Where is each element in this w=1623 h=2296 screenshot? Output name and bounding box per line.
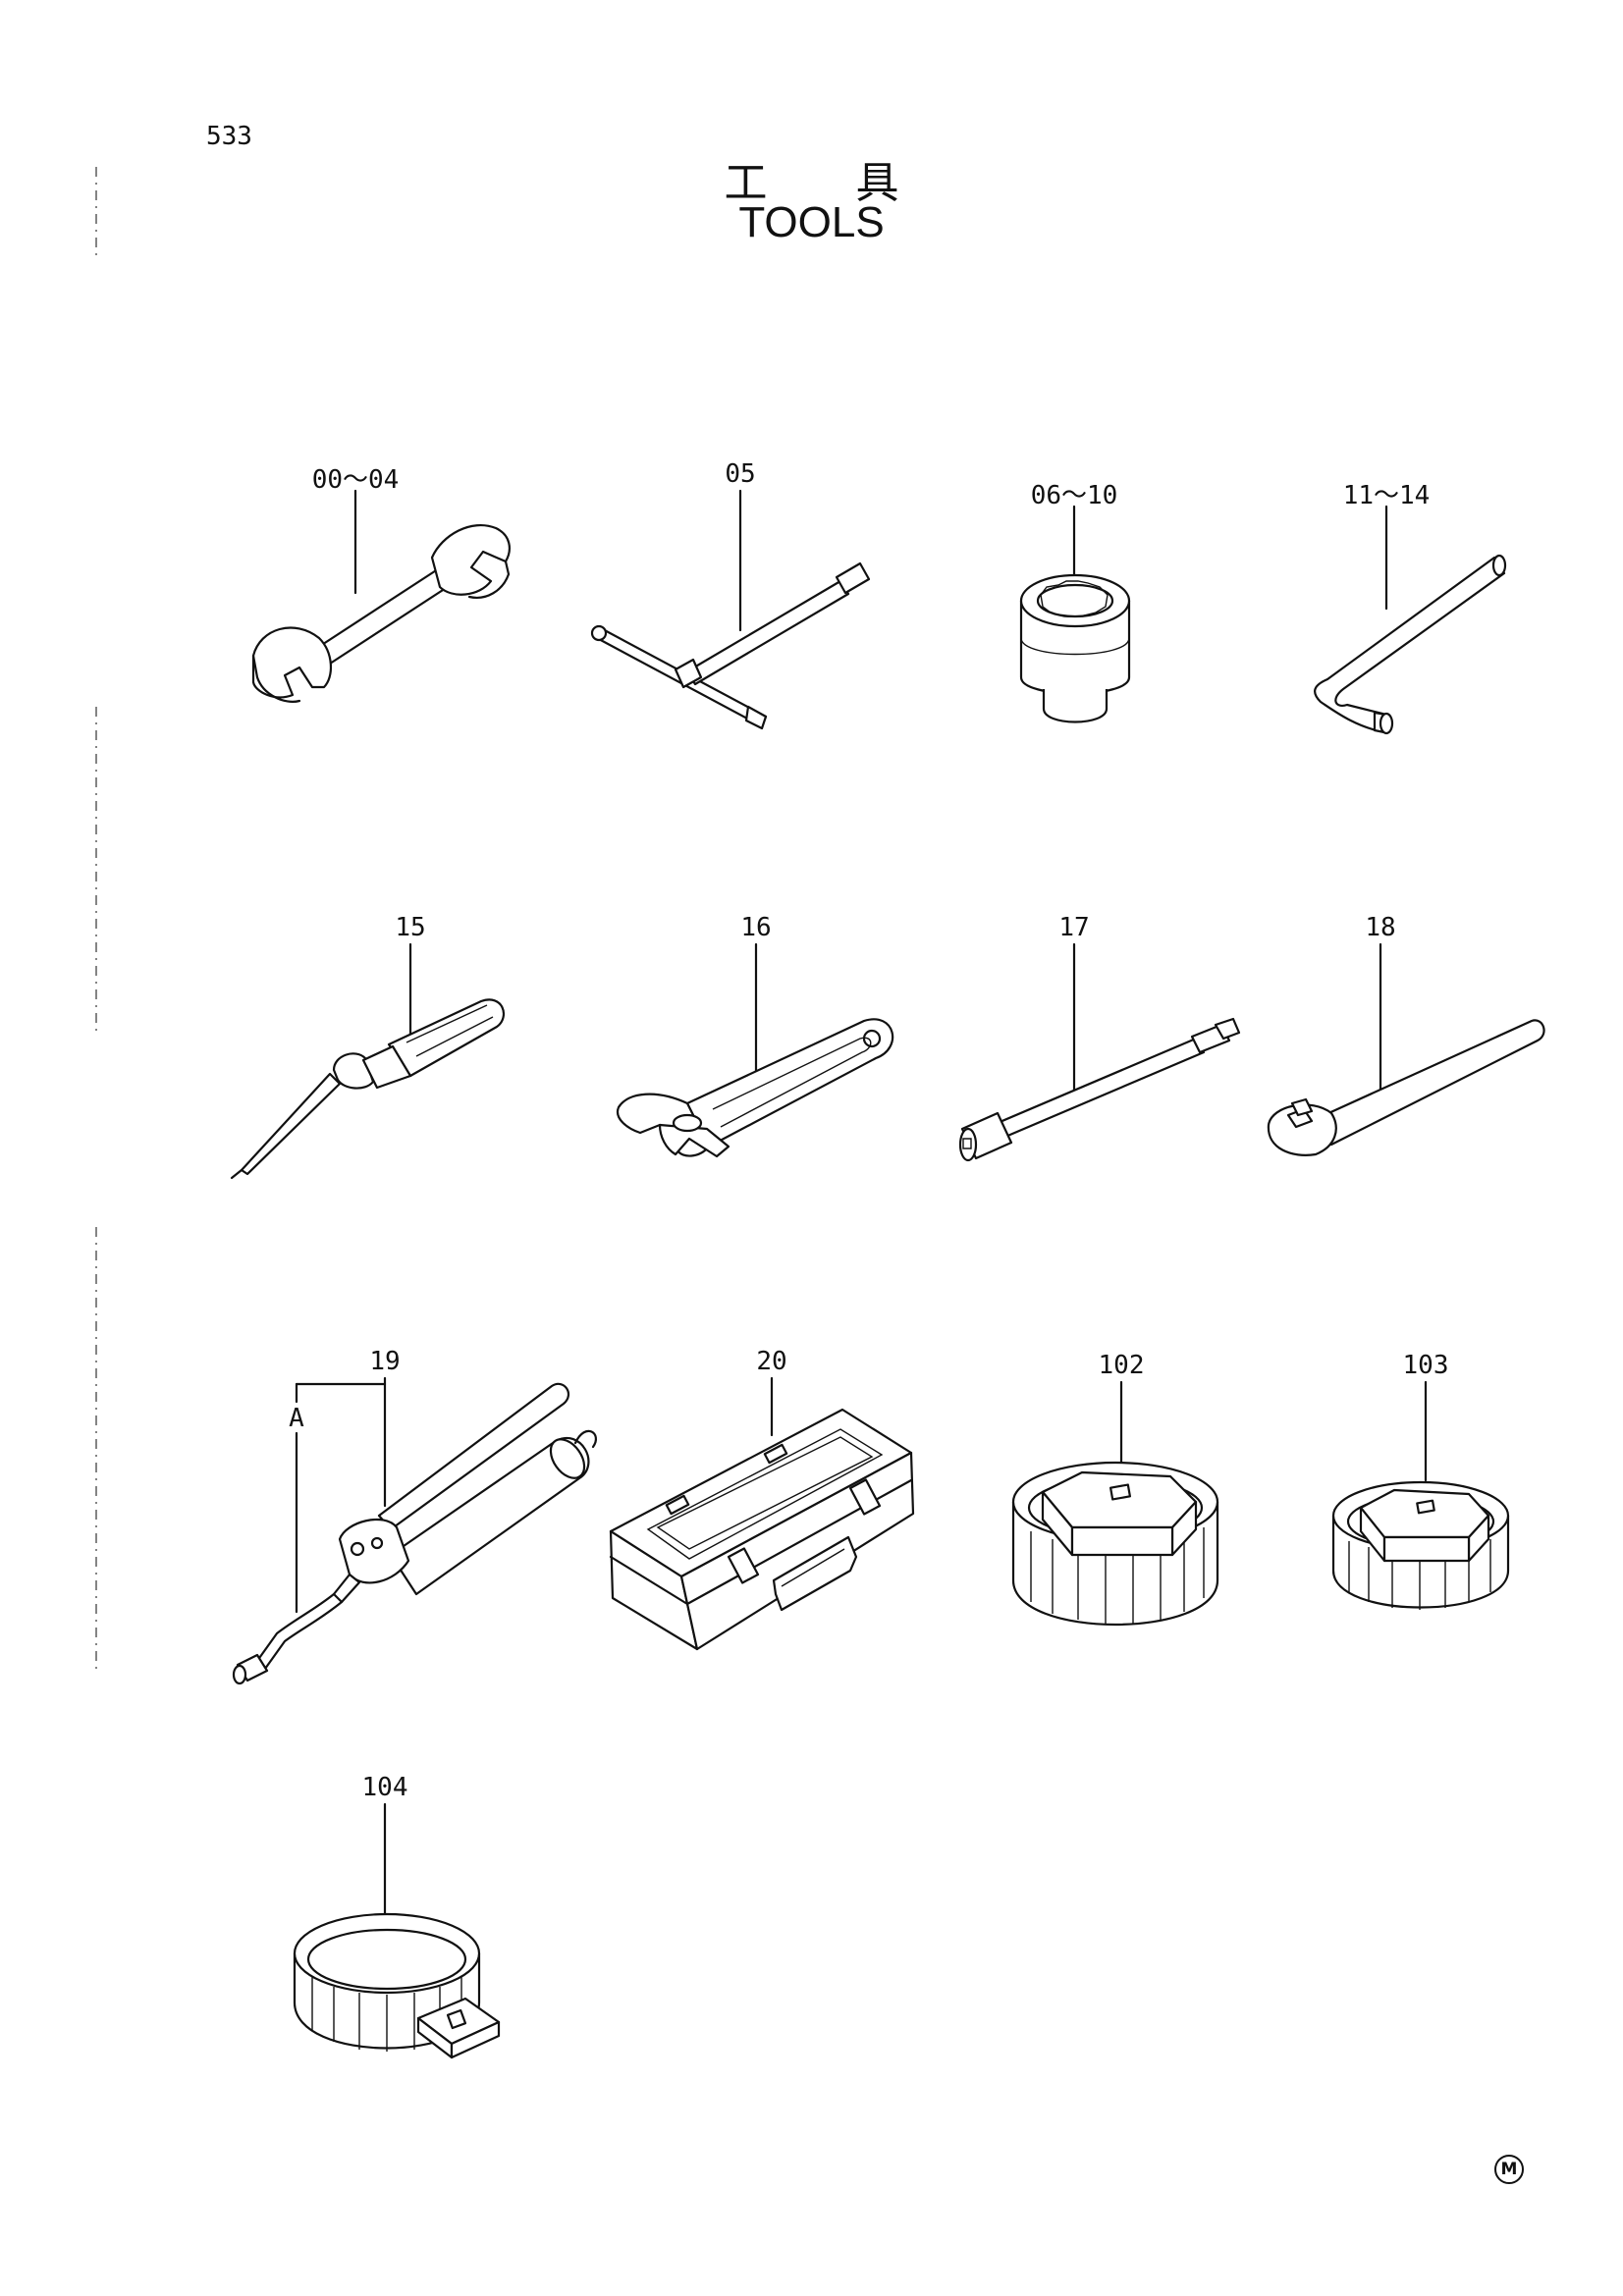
filter-wrench-104-drawing (295, 1804, 499, 2057)
callout-tool-box: 20 (756, 1347, 787, 1376)
callout-adjustable-wrench: 16 (740, 913, 772, 942)
screwdriver-drawing (232, 944, 504, 1178)
ratchet-handle-drawing (1269, 944, 1544, 1155)
callout-t-socket: 05 (725, 459, 756, 489)
filter-wrench-102-drawing (1013, 1382, 1217, 1625)
callout-ratchet-handle: 18 (1365, 913, 1396, 942)
tool-box-drawing (611, 1378, 913, 1649)
page-title-japanese: 工具 (724, 158, 988, 208)
grease-gun-drawing (234, 1378, 596, 1683)
extension-bar-drawing (960, 944, 1239, 1160)
callout-filter-wrench-102: 102 (1098, 1351, 1145, 1380)
wrench-drawing (253, 491, 510, 702)
hex-key-drawing (1315, 507, 1505, 733)
registered-mark: M (1494, 2155, 1524, 2184)
t-socket-drawing (592, 491, 869, 728)
callout-extension-bar: 17 (1058, 913, 1090, 942)
callout-grease-gun-a: A (289, 1404, 304, 1433)
callout-grease-gun: 19 (369, 1347, 401, 1376)
filter-wrench-103-drawing (1333, 1382, 1508, 1610)
socket-drawing (1021, 507, 1129, 722)
callout-filter-wrench-104: 104 (361, 1773, 408, 1802)
page-number: 533 (206, 122, 252, 151)
adjustable-wrench-drawing (618, 944, 893, 1156)
page-title: TOOLS (738, 198, 885, 246)
callout-filter-wrench-103: 103 (1402, 1351, 1449, 1380)
callout-screwdriver: 15 (395, 913, 426, 942)
